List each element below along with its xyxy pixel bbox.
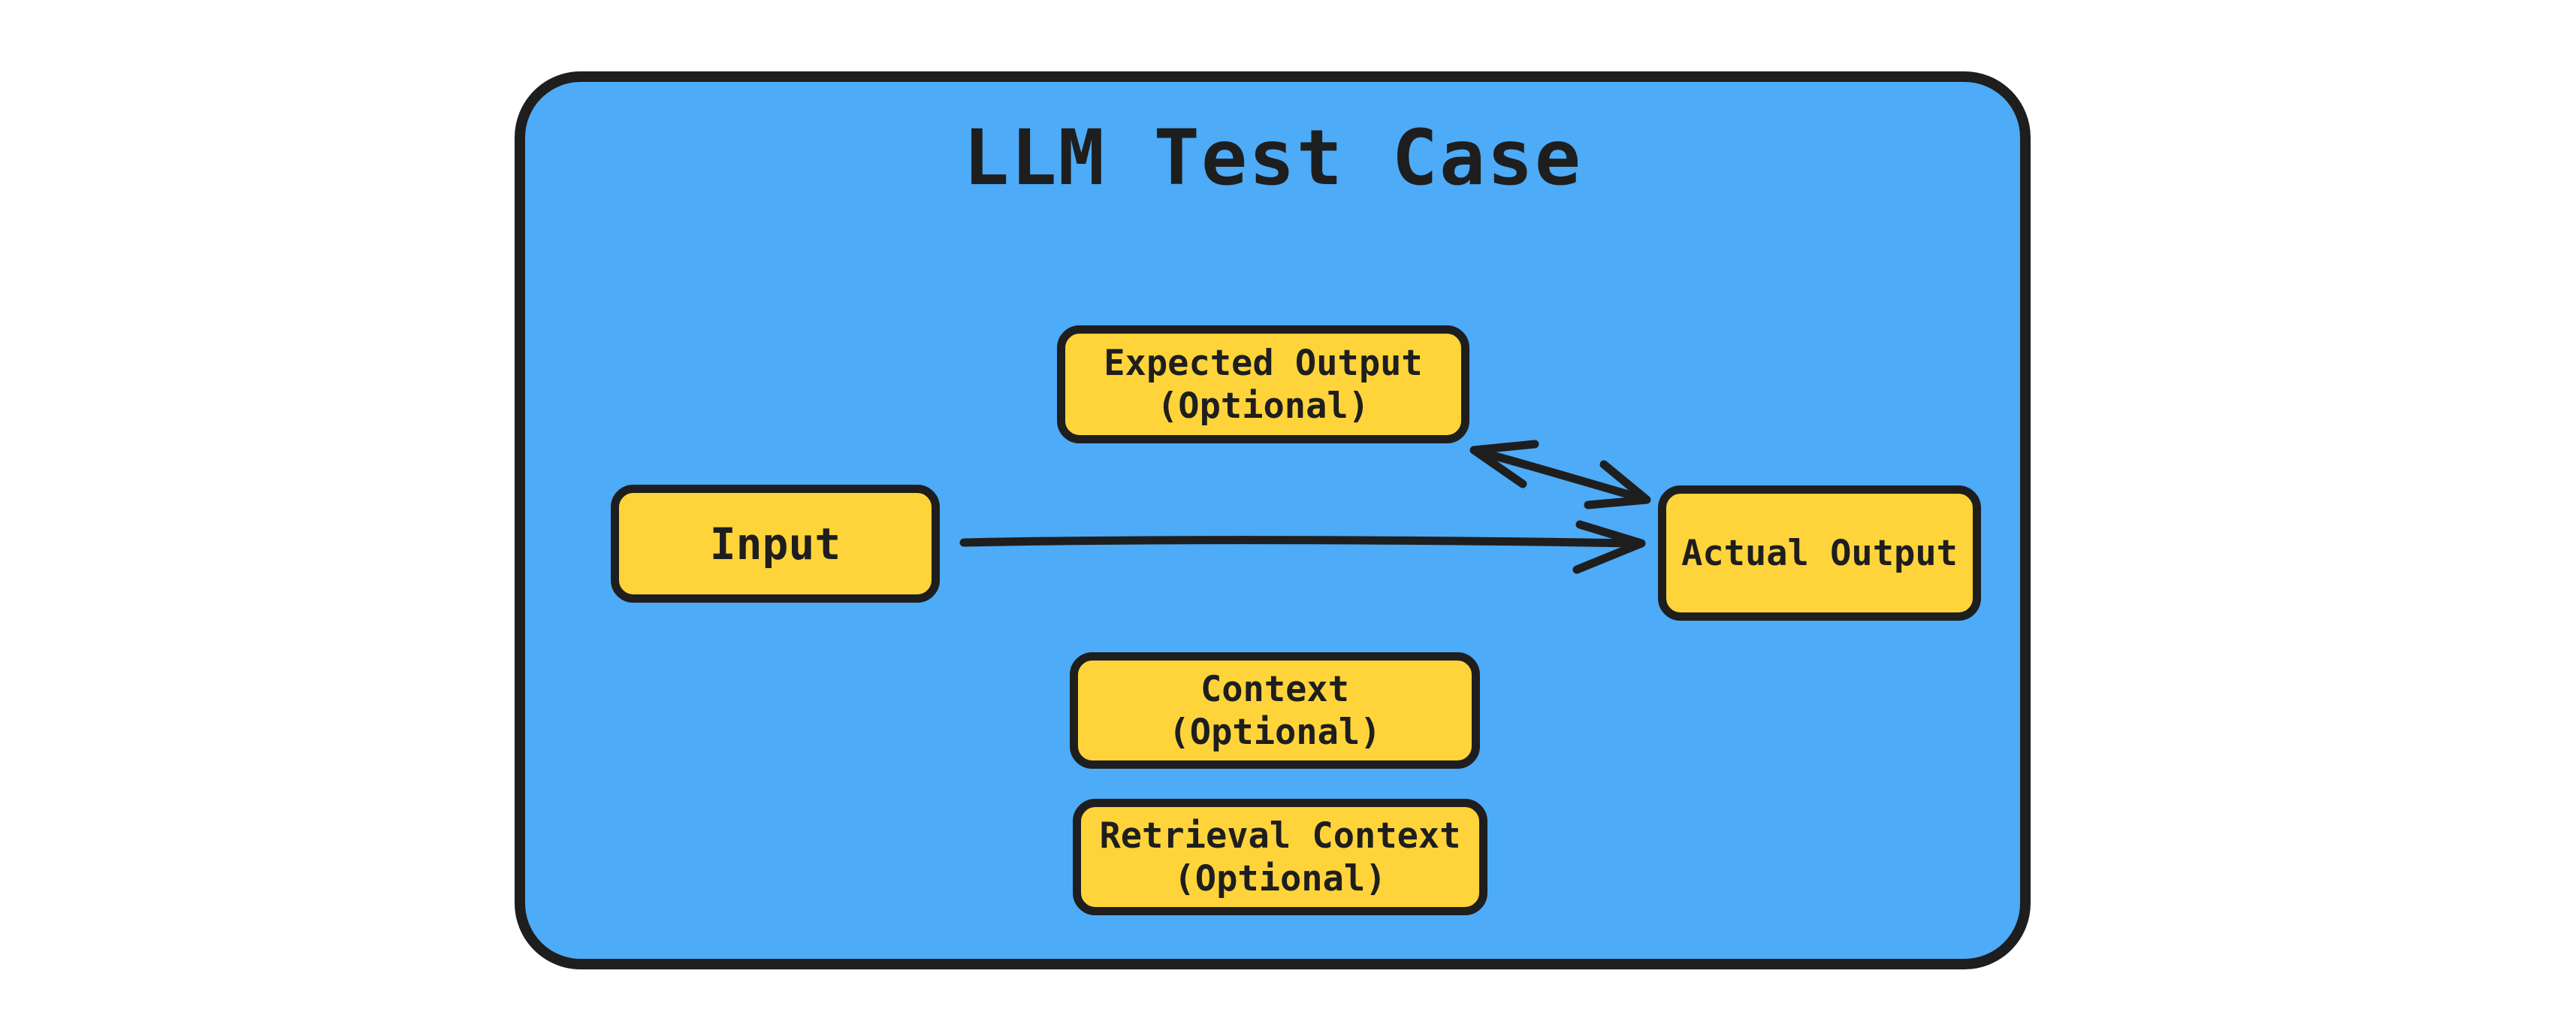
node-retrieval-context-sublabel: (Optional) [1173, 857, 1387, 900]
node-input: Input [611, 485, 940, 603]
node-context: Context (Optional) [1070, 652, 1480, 769]
node-expected-output-label: Expected Output [1104, 342, 1423, 384]
frame-title: LLM Test Case [962, 113, 1583, 203]
node-actual-output-label: Actual Output [1681, 532, 1958, 574]
node-input-label: Input [709, 518, 841, 570]
node-expected-output: Expected Output (Optional) [1057, 325, 1469, 443]
node-retrieval-context: Retrieval Context (Optional) [1073, 799, 1487, 915]
node-context-label: Context [1200, 668, 1350, 710]
node-expected-output-sublabel: (Optional) [1157, 385, 1370, 427]
node-context-sublabel: (Optional) [1168, 711, 1382, 753]
node-actual-output: Actual Output [1658, 485, 1981, 621]
node-retrieval-context-label: Retrieval Context [1099, 815, 1461, 857]
